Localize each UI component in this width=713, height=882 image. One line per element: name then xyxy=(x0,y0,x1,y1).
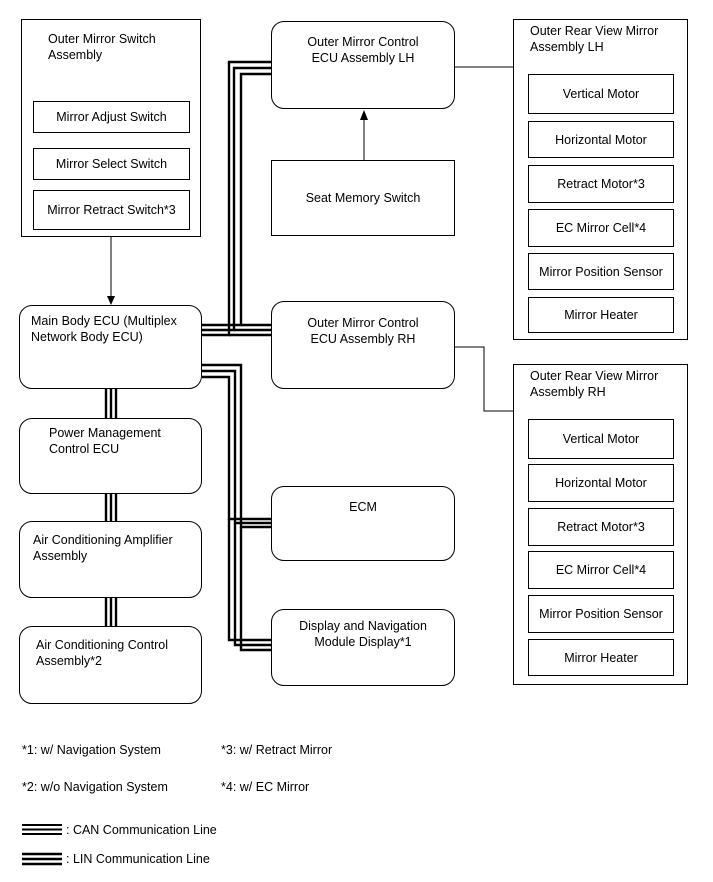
mirror-select-switch: Mirror Select Switch xyxy=(33,148,190,180)
mirror-rh-retract-motor: Retract Motor*3 xyxy=(528,508,674,546)
ecu-lh-label: Outer Mirror Control ECU Assembly LH xyxy=(307,35,419,65)
mirror-adjust-switch: Mirror Adjust Switch xyxy=(33,101,190,133)
ac-control: Air Conditioning Control Assembly*2 xyxy=(19,626,202,704)
main-body-bus xyxy=(104,60,271,652)
switch-assembly-title: Outer Mirror Switch Assembly xyxy=(48,32,156,62)
ecu-lh: Outer Mirror Control ECU Assembly LH xyxy=(271,21,455,109)
rh-link xyxy=(455,346,513,412)
ac-amplifier-label: Air Conditioning Amplifier Assembly xyxy=(33,533,173,563)
mirror-assembly-rh: Outer Rear View Mirror Assembly RH Verti… xyxy=(513,364,688,685)
mirror-lh-vertical-motor: Vertical Motor xyxy=(528,74,674,114)
mirror-lh-title: Outer Rear View Mirror Assembly LH xyxy=(530,24,659,54)
mirror-retract-switch: Mirror Retract Switch*3 xyxy=(33,190,190,230)
legend-can-label: : CAN Communication Line xyxy=(66,823,217,837)
footnote-1: *1: w/ Navigation System xyxy=(22,743,161,757)
mirror-assembly-lh: Outer Rear View Mirror Assembly LH Verti… xyxy=(513,19,688,340)
footnote-4: *4: w/ EC Mirror xyxy=(221,780,310,794)
mirror-lh-position-sensor: Mirror Position Sensor xyxy=(528,253,674,290)
mirror-lh-heater: Mirror Heater xyxy=(528,297,674,333)
ac-control-label: Air Conditioning Control Assembly*2 xyxy=(36,638,169,668)
ac-amplifier: Air Conditioning Amplifier Assembly xyxy=(19,521,202,598)
display-navigation-label: Display and Navigation Module Display*1 xyxy=(299,619,427,649)
ecm: ECM xyxy=(271,486,455,561)
mirror-rh-title: Outer Rear View Mirror Assembly RH xyxy=(530,369,659,399)
seat-memory-switch: Seat Memory Switch xyxy=(271,160,455,236)
power-management-label: Power Management Control ECU xyxy=(49,426,161,456)
switch-assembly: Outer Mirror Switch Assembly Mirror Adju… xyxy=(21,19,201,237)
mirror-rh-horizontal-motor: Horizontal Motor xyxy=(528,464,674,502)
ecm-label: ECM xyxy=(349,500,377,514)
mirror-lh-horizontal-motor: Horizontal Motor xyxy=(528,121,674,158)
legend-can-symbol xyxy=(22,824,62,835)
footnote-2: *2: w/o Navigation System xyxy=(22,780,168,794)
mirror-rh-heater: Mirror Heater xyxy=(528,639,674,676)
seat-arrow-head xyxy=(360,110,368,120)
mirror-rh-position-sensor: Mirror Position Sensor xyxy=(528,595,674,633)
main-body-ecu: Main Body ECU (Multiplex Network Body EC… xyxy=(19,305,202,389)
ecu-rh-label: Outer Mirror Control ECU Assembly RH xyxy=(307,316,419,346)
mirror-lh-retract-motor: Retract Motor*3 xyxy=(528,165,674,203)
mirror-rh-ec-mirror-cell: EC Mirror Cell*4 xyxy=(528,551,674,589)
mirror-lh-ec-mirror-cell: EC Mirror Cell*4 xyxy=(528,209,674,247)
display-navigation-module: Display and Navigation Module Display*1 xyxy=(271,609,455,686)
footnote-3: *3: w/ Retract Mirror xyxy=(221,743,333,757)
switch-arrow-head xyxy=(107,296,115,305)
legend-lin-symbol xyxy=(22,852,62,866)
main-body-ecu-label: Main Body ECU (Multiplex Network Body EC… xyxy=(31,314,177,344)
legend-lin-label: : LIN Communication Line xyxy=(66,852,210,866)
ecu-rh: Outer Mirror Control ECU Assembly RH xyxy=(271,301,455,389)
power-management-ecu: Power Management Control ECU xyxy=(19,418,202,494)
mirror-rh-vertical-motor: Vertical Motor xyxy=(528,419,674,459)
